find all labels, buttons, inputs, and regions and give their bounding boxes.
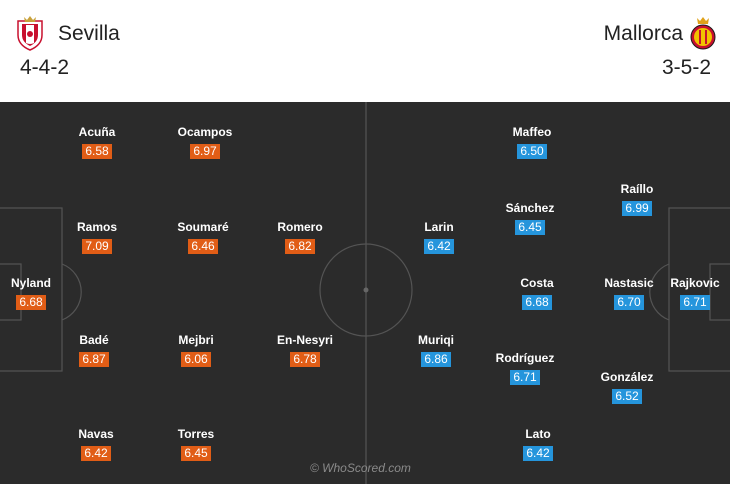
player-name: Ramos (76, 220, 117, 234)
player-name: Maffeo (512, 125, 552, 139)
home-player[interactable]: Ocampos 6.97 (170, 125, 240, 160)
player-name: Nastasic (604, 276, 654, 290)
player-name: Badé (79, 333, 109, 347)
away-player[interactable]: Costa 6.68 (502, 276, 572, 311)
home-player[interactable]: Torres 6.45 (161, 427, 231, 462)
player-rating: 6.68 (16, 295, 46, 310)
home-player[interactable]: Navas 6.42 (61, 427, 131, 462)
player-name: González (600, 370, 654, 384)
home-player[interactable]: Soumaré 6.46 (168, 220, 238, 255)
player-rating: 6.42 (424, 239, 454, 254)
pitch-markings (0, 102, 730, 484)
player-name: Costa (520, 276, 554, 290)
player-rating: 6.68 (522, 295, 552, 310)
away-player[interactable]: Larin 6.42 (404, 220, 474, 255)
home-player[interactable]: En-Nesyri 6.78 (270, 333, 340, 368)
player-rating: 6.58 (82, 144, 112, 159)
away-player[interactable]: Nastasic 6.70 (594, 276, 664, 311)
away-player[interactable]: Rodríguez 6.71 (490, 351, 560, 386)
away-team-name: Mallorca (603, 22, 683, 45)
player-rating: 6.42 (81, 446, 111, 461)
player-rating: 7.09 (82, 239, 112, 254)
player-rating: 6.71 (680, 295, 710, 310)
player-name: Mejbri (178, 333, 214, 347)
home-player[interactable]: Ramos 7.09 (62, 220, 132, 255)
away-formation: 3-5-2 (661, 56, 711, 79)
player-name: Soumaré (177, 220, 229, 234)
pitch: Acuña 6.58 Ocampos 6.97 Ramos 7.09 Souma… (0, 102, 730, 484)
player-rating: 6.50 (517, 144, 547, 159)
player-rating: 6.87 (79, 352, 109, 367)
player-rating: 6.86 (421, 352, 451, 367)
away-player[interactable]: Muriqi 6.86 (401, 333, 471, 368)
player-rating: 6.45 (515, 220, 545, 235)
player-name: Raíllo (620, 182, 654, 196)
player-name: Ocampos (177, 125, 233, 139)
home-player[interactable]: Acuña 6.58 (62, 125, 132, 160)
player-name: Lato (525, 427, 551, 441)
player-name: Acuña (78, 125, 116, 139)
match-header: Sevilla 4-4-2 Mallorca 3-5-2 (0, 0, 730, 102)
player-name: Rajkovic (670, 276, 720, 290)
player-rating: 6.78 (290, 352, 320, 367)
player-name: Romero (277, 220, 323, 234)
player-name: En-Nesyri (276, 333, 334, 347)
player-rating: 6.97 (190, 144, 220, 159)
home-team-name: Sevilla (58, 22, 120, 45)
player-name: Nyland (10, 276, 51, 290)
away-player[interactable]: Sánchez 6.45 (495, 201, 565, 236)
away-player[interactable]: Maffeo 6.50 (497, 125, 567, 160)
player-name: Sánchez (505, 201, 555, 215)
home-player[interactable]: Nyland 6.68 (0, 276, 66, 311)
player-name: Larin (424, 220, 454, 234)
home-player[interactable]: Romero 6.82 (265, 220, 335, 255)
mallorca-crest-icon (688, 15, 718, 56)
player-rating: 6.70 (614, 295, 644, 310)
away-player[interactable]: Raíllo 6.99 (602, 182, 672, 217)
player-rating: 6.45 (181, 446, 211, 461)
home-player[interactable]: Mejbri 6.06 (161, 333, 231, 368)
home-player[interactable]: Badé 6.87 (59, 333, 129, 368)
away-player[interactable]: González 6.52 (592, 370, 662, 405)
sevilla-crest-icon (15, 15, 45, 56)
home-formation: 4-4-2 (20, 56, 70, 79)
player-rating: 6.99 (622, 201, 652, 216)
player-name: Rodríguez (495, 351, 555, 365)
player-name: Navas (78, 427, 114, 441)
player-rating: 6.06 (181, 352, 211, 367)
away-player[interactable]: Lato 6.42 (503, 427, 573, 462)
player-rating: 6.82 (285, 239, 315, 254)
player-name: Torres (177, 427, 215, 441)
player-rating: 6.52 (612, 389, 642, 404)
player-rating: 6.71 (510, 370, 540, 385)
player-rating: 6.46 (188, 239, 218, 254)
player-name: Muriqi (418, 333, 454, 347)
whoscored-watermark: © WhoScored.com (310, 461, 411, 475)
player-rating: 6.42 (523, 446, 553, 461)
away-player[interactable]: Rajkovic 6.71 (660, 276, 730, 311)
